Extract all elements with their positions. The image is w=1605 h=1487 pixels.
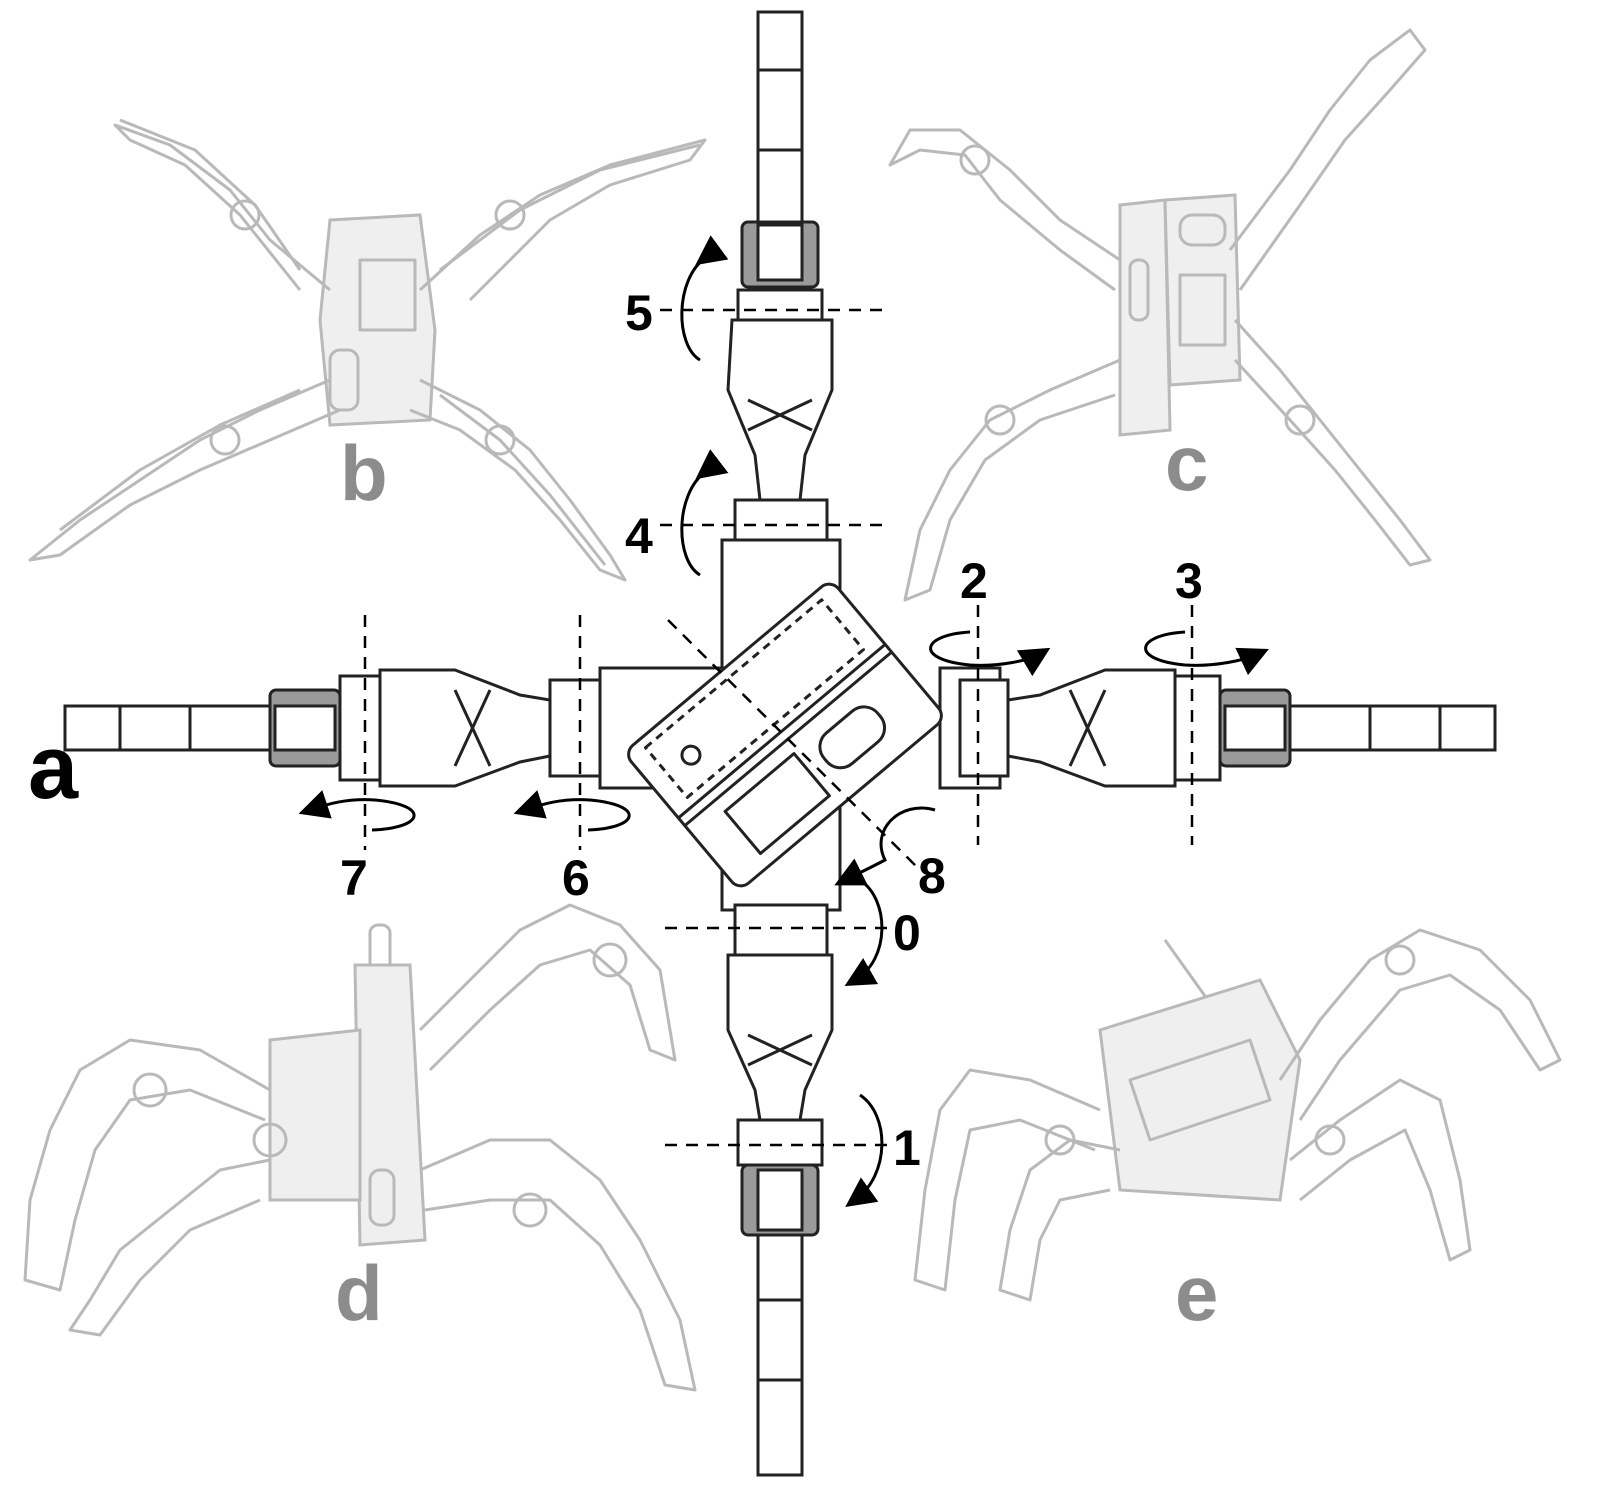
axis-label-1: 1 — [893, 1120, 921, 1176]
axis-label-8: 8 — [918, 848, 946, 904]
rotation-arrow-5 — [680, 235, 729, 362]
rotation-arrow-6 — [513, 790, 631, 832]
axis-8 — [667, 619, 921, 871]
lower-leg-tip — [756, 1233, 804, 1477]
axis-label-4: 4 — [625, 508, 653, 564]
panel-label-a: a — [28, 718, 79, 818]
axis-label-6: 6 — [562, 850, 590, 906]
rotation-arrow-3 — [1144, 630, 1269, 676]
central-body — [627, 582, 943, 888]
joint-axes — [298, 235, 1269, 1207]
axis-label-3: 3 — [1175, 553, 1203, 609]
axis-label-2: 2 — [960, 553, 988, 609]
rotation-arrow-2 — [929, 630, 1051, 677]
rotation-arrow-8 — [834, 806, 936, 886]
main-view-a — [63, 10, 1497, 1477]
panel-label-d: d — [335, 1249, 383, 1337]
ghost-view-e — [913, 928, 1562, 1302]
rotation-arrow-1 — [845, 1093, 884, 1207]
rotation-arrow-4 — [680, 449, 729, 577]
axis-label-5: 5 — [625, 285, 653, 341]
panel-label-b: b — [340, 429, 388, 517]
ghost-view-b — [28, 118, 707, 582]
rotation-arrow-7 — [298, 790, 416, 832]
left-leg-tip — [63, 704, 272, 752]
upper-leg-tip — [756, 10, 804, 224]
axis-label-0: 0 — [893, 905, 921, 961]
rotation-arrow-0 — [844, 878, 884, 986]
ghost-view-c — [888, 28, 1432, 602]
panel-label-c: c — [1165, 419, 1208, 507]
right-leg-tip — [1288, 704, 1497, 752]
ghost-view-d — [23, 903, 697, 1392]
panel-label-e: e — [1175, 1249, 1218, 1337]
axis-label-7: 7 — [340, 850, 368, 906]
